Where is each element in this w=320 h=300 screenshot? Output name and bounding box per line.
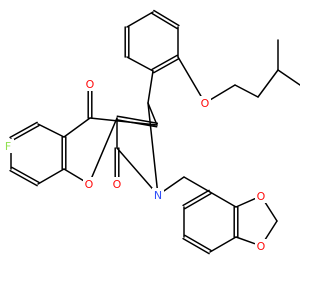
atom-label-o_amide: O (113, 178, 122, 191)
bond-a6-a5-double-0 (9, 121, 38, 139)
bond-m1-m2 (264, 220, 278, 241)
atom-label-bg-o_ring (83, 177, 95, 191)
bond-Or-c8a (63, 168, 84, 182)
bond-b2-b3-double-1 (182, 237, 210, 255)
bond-e2-e3 (257, 69, 279, 98)
bond-r3-r4-double-0 (151, 12, 178, 30)
bond-a5-c4a (37, 123, 65, 138)
bond-r2-Oe (177, 56, 203, 98)
bond-b6-b1-double-0 (184, 192, 212, 210)
bond-Oe-e1 (210, 84, 236, 101)
bond-r1-r2-double-0 (151, 54, 178, 71)
bond-lines (9, 9, 300, 255)
atom-label-bg-o_amide (111, 177, 123, 191)
bond-a6-a5-double-1 (11, 124, 40, 142)
bond-e1-e2 (234, 84, 259, 98)
bond-c9a-c1 (147, 102, 158, 126)
atom-label-o_ether: O (201, 97, 210, 110)
bond-r6-r1 (126, 56, 154, 72)
atom-label-o_ring: O (85, 178, 94, 191)
bond-c8a-a8 (37, 168, 65, 185)
molecule-structure: F O O O N O O O (2, 9, 300, 255)
bond-r3-r4-double-1 (153, 9, 180, 27)
bond-c4a-c9 (63, 117, 91, 138)
bond-N1-c3 (116, 147, 155, 191)
bond-c1-N1 (147, 102, 158, 189)
bond-e3-e5 (277, 69, 300, 86)
bond-c1-r1 (147, 70, 154, 104)
atom-label-o_d1: O (257, 240, 266, 253)
atom-label-bg-o_ket (84, 77, 96, 91)
atom-label-bg-o_ether (199, 96, 211, 110)
bond-r4-r5 (126, 11, 154, 28)
bond-c3a-Or (90, 117, 118, 179)
atom-labels: F O O O N O O O (2, 77, 267, 253)
bond-b3-b4 (209, 236, 237, 253)
bond-ch2-N1 (163, 176, 185, 192)
atom-label-f1: F (5, 140, 11, 153)
atom-label-n1: N (154, 189, 162, 202)
bond-m2-m3 (264, 201, 278, 222)
bond-a8-a7-double-0 (9, 169, 38, 187)
atom-label-o_d2: O (257, 190, 266, 203)
bond-c9-c9a (89, 117, 158, 126)
bond-b6-ch2 (183, 176, 211, 193)
bond-a8-a7-double-1 (11, 166, 40, 184)
bond-b6-b1-double-1 (182, 189, 210, 207)
bond-m3-b5 (235, 198, 256, 208)
atom-label-bg-f1 (2, 139, 14, 153)
atom-label-bg-o_d1 (255, 239, 267, 253)
bond-b2-b3-double-0 (184, 234, 212, 252)
bond-r1-r2-double-1 (153, 57, 180, 74)
atom-label-bg-o_d2 (255, 189, 267, 203)
atom-label-o_ket: O (86, 78, 95, 91)
bond-b5-b6 (209, 191, 237, 208)
atom-label-bg-n1 (152, 188, 164, 202)
bond-b4-m1 (235, 236, 256, 245)
